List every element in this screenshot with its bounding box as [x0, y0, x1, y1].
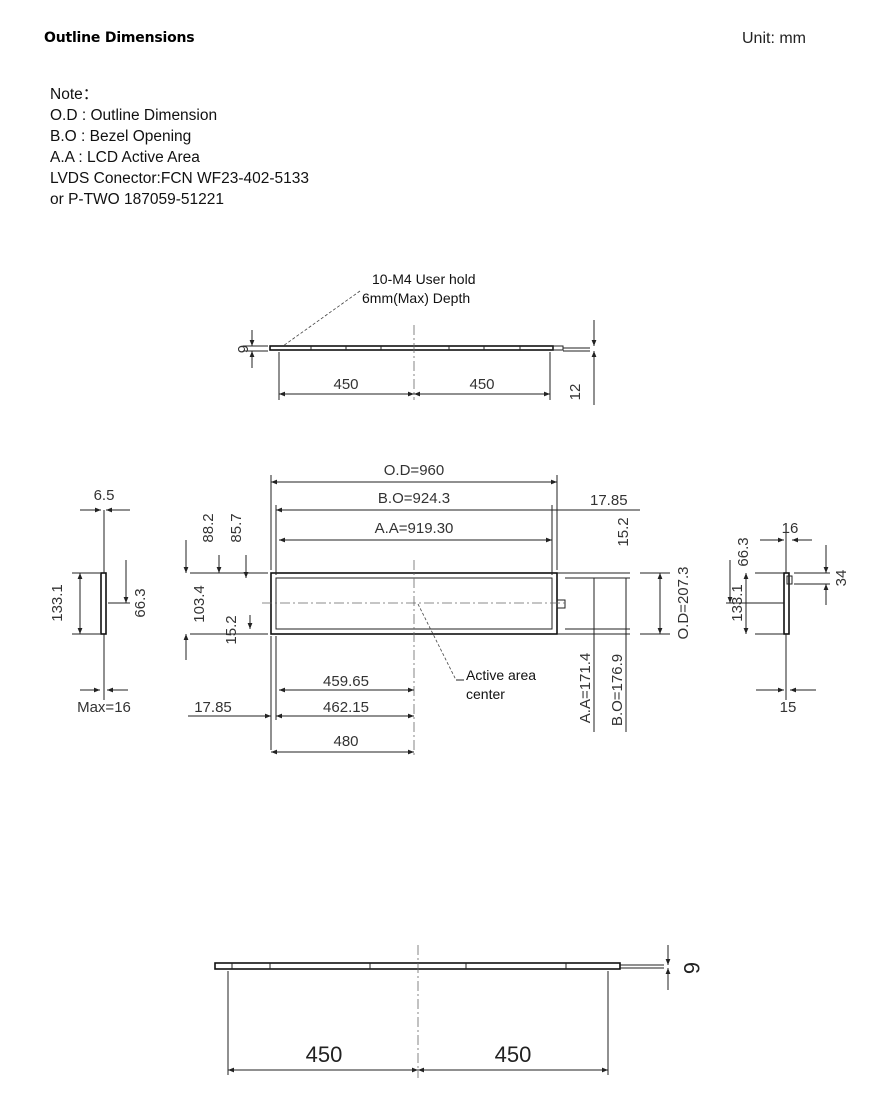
left-side-view: 6.5 133.1 66.3 Max=16: [49, 487, 149, 716]
right-half-label: 66.3: [735, 537, 752, 566]
h-462-15-label: 462.15: [323, 699, 369, 716]
top-view-connector: [552, 345, 564, 351]
bottom-span-right: 450: [495, 1042, 532, 1067]
callout-text-2: 6mm(Max) Depth: [362, 290, 470, 306]
h-459-65-label: 459.65: [323, 673, 369, 690]
aa-height-label: A.A=171.4: [577, 653, 594, 723]
right-margin-label: 17.85: [590, 492, 628, 509]
left-height-label: 133.1: [49, 584, 66, 622]
right-offset-label: 34: [833, 570, 850, 587]
callout-leader: [282, 290, 361, 347]
center-label-1: Active area: [466, 667, 536, 683]
right-width-label: 16: [782, 520, 799, 537]
right-bottom-label: 15: [780, 699, 797, 716]
od-height-label: O.D=207.3: [675, 567, 692, 640]
bo-width-label: B.O=924.3: [378, 490, 450, 507]
front-view: O.D=960 B.O=924.3 A.A=919.30 17.85 15.2 …: [183, 462, 692, 758]
h-480-label: 480: [333, 733, 358, 750]
bottom-view: 450 450 6: [214, 945, 704, 1078]
note-heading: Note：: [50, 86, 99, 103]
right-side-view: 133.1 66.3 16 34 15: [726, 520, 850, 716]
left-max-label: Max=16: [77, 699, 131, 716]
note-ptwo: or P-TWO 187059-51221: [50, 191, 225, 208]
left-side-panel: [100, 572, 107, 635]
top-view-panel: [269, 345, 554, 351]
note-aa: A.A : LCD Active Area: [50, 149, 200, 166]
top-thickness-6: 6: [234, 345, 251, 353]
notes-block: Note： O.D : Outline Dimension B.O : Beze…: [50, 84, 309, 210]
bottom-thickness-label: 6: [679, 962, 704, 974]
bottom-view-panel: [214, 962, 621, 970]
unit-label: Unit: mm: [742, 30, 806, 47]
v-15-2-label: 15.2: [223, 615, 240, 644]
note-od: O.D : Outline Dimension: [50, 107, 218, 124]
top-thickness-12: 12: [567, 384, 584, 401]
right-small-label: 15.2: [615, 517, 632, 546]
v-88-2-label: 88.2: [200, 513, 217, 542]
aa-width-label: A.A=919.30: [375, 520, 454, 537]
center-label-2: center: [466, 686, 505, 702]
bottom-span-left: 450: [306, 1042, 343, 1067]
v-85-7-label: 85.7: [228, 513, 245, 542]
note-bo: B.O : Bezel Opening: [50, 128, 192, 145]
left-margin-label: 17.85: [194, 699, 232, 716]
callout-text-1: 10-M4 User hold: [372, 271, 476, 287]
note-lvds: LVDS Conector:FCN WF23-402-5133: [50, 170, 310, 187]
page-title: Outline Dimensions: [44, 30, 195, 46]
left-half-label: 66.3: [132, 588, 149, 617]
bo-height-label: B.O=176.9: [609, 654, 626, 726]
top-span-right: 450: [469, 376, 494, 393]
top-span-left: 450: [333, 376, 358, 393]
left-thickness-label: 6.5: [94, 487, 115, 504]
v-103-4-label: 103.4: [191, 585, 208, 623]
od-width-label: O.D=960: [384, 462, 444, 479]
top-view: 10-M4 User hold 6mm(Max) Depth 6 450 450…: [234, 271, 597, 405]
